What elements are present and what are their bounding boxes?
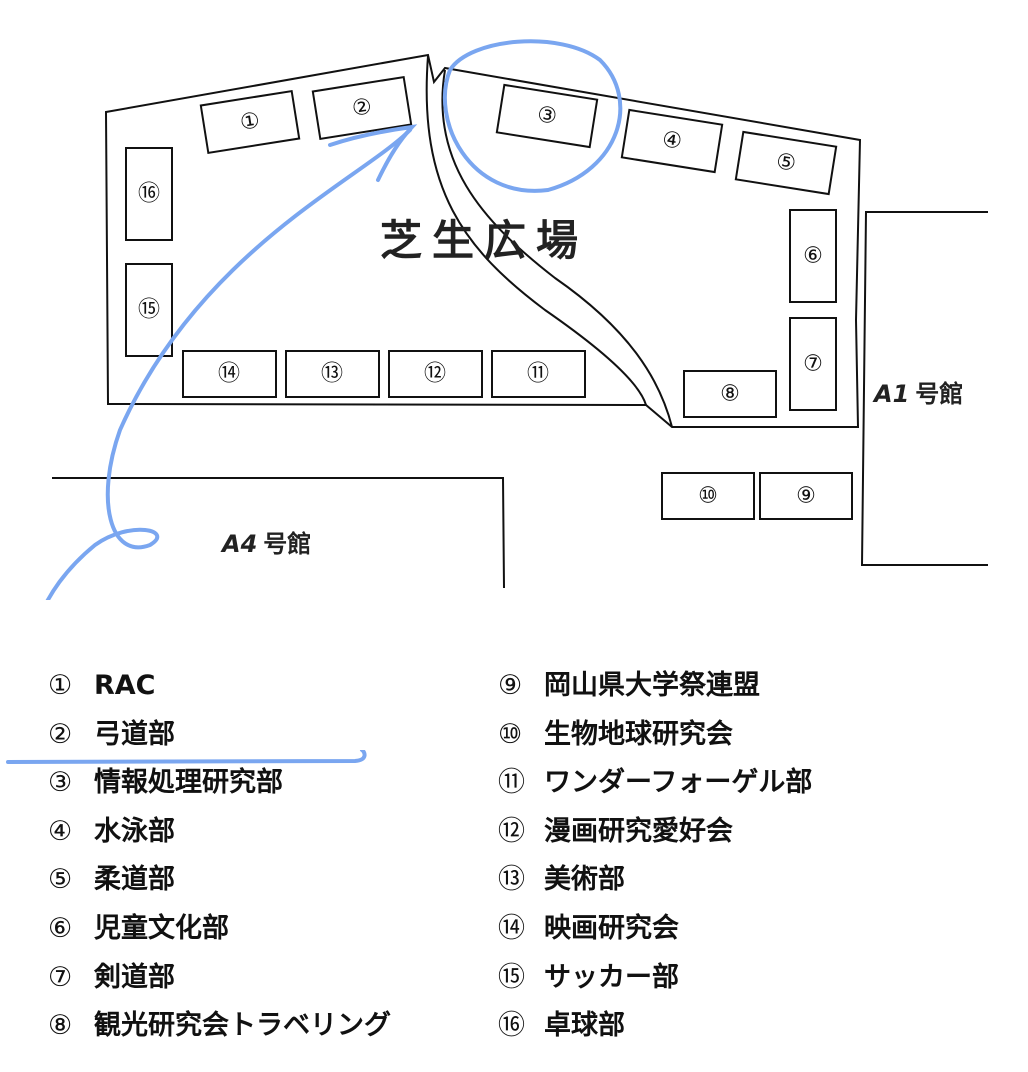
booth-14[interactable]: ⑭ [182, 350, 277, 398]
booth-12[interactable]: ⑫ [388, 350, 483, 398]
svg-text:⑦: ⑦ [803, 352, 823, 377]
svg-text:⑨: ⑨ [796, 484, 816, 509]
svg-text:③: ③ [535, 102, 558, 130]
booth-7[interactable]: ⑦ [789, 317, 837, 411]
booth-4[interactable]: ④ [620, 108, 724, 174]
svg-text:①: ① [238, 108, 261, 136]
building-a4-outline [52, 477, 505, 589]
plaza-title: 芝生広場 [380, 216, 588, 265]
booth-5[interactable]: ⑤ [734, 130, 838, 196]
svg-text:⑩: ⑩ [698, 484, 718, 509]
building-a1-outline [860, 211, 988, 566]
booth-8[interactable]: ⑧ [683, 370, 777, 418]
svg-text:⑯: ⑯ [138, 182, 160, 207]
svg-text:②: ② [350, 94, 373, 122]
highlight-underline [6, 750, 367, 764]
booth-3[interactable]: ③ [495, 83, 599, 149]
svg-text:⑤: ⑤ [774, 149, 797, 177]
svg-text:⑫: ⑫ [424, 362, 446, 387]
booth-6[interactable]: ⑥ [789, 209, 837, 303]
walkway-right-edge [441, 69, 673, 428]
svg-text:④: ④ [660, 127, 683, 155]
booth-16[interactable]: ⑯ [125, 147, 173, 241]
booth-9[interactable]: ⑨ [759, 472, 853, 520]
booth-13[interactable]: ⑬ [285, 350, 380, 398]
plaza-outline [104, 53, 862, 428]
booth-15[interactable]: ⑮ [125, 263, 173, 357]
walkway-left-edge [425, 55, 647, 406]
booth-11[interactable]: ⑪ [491, 350, 586, 398]
highlight-arrow-to-booth-2 [45, 128, 412, 600]
svg-text:⑧: ⑧ [720, 382, 740, 407]
booth-2[interactable]: ② [311, 75, 413, 141]
svg-text:⑭: ⑭ [218, 362, 240, 387]
booth-10[interactable]: ⑩ [661, 472, 755, 520]
svg-text:⑪: ⑪ [527, 362, 549, 387]
highlight-circle-booth-3 [443, 39, 623, 193]
svg-text:⑥: ⑥ [803, 244, 823, 269]
highlight-arrowhead [328, 124, 418, 182]
svg-text:⑬: ⑬ [321, 362, 343, 387]
booth-1[interactable]: ① [199, 89, 301, 155]
svg-text:⑮: ⑮ [138, 298, 160, 323]
